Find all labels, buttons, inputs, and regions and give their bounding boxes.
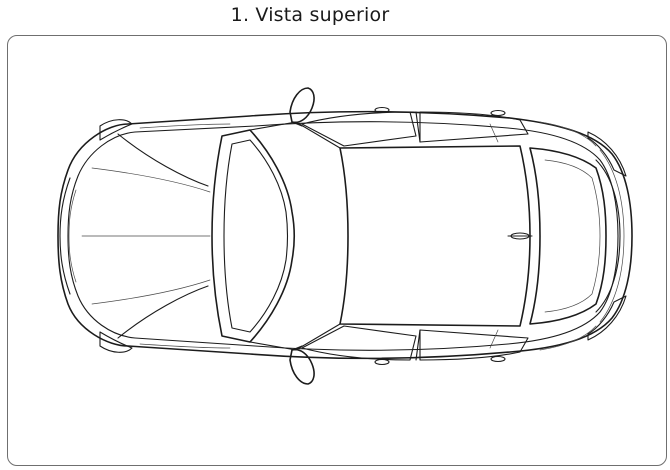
- rear-hatch: [595, 159, 621, 313]
- front-fender-bottom: [139, 343, 231, 349]
- b-pillar-bottom: [415, 329, 421, 361]
- front-grille-line: [68, 189, 77, 283]
- side-window-rear-bottom-line: [489, 329, 499, 349]
- mirror-top-stem: [291, 121, 303, 127]
- drawing-frame: [7, 35, 667, 466]
- windshield: [211, 129, 296, 343]
- rear-fender-bottom: [539, 325, 597, 351]
- car-body-outline: [57, 110, 633, 360]
- front-fender-top: [139, 123, 231, 129]
- headlight-left: [99, 119, 133, 141]
- door-handle-front-bottom: [374, 358, 390, 366]
- side-window-rear-top-line: [489, 123, 499, 143]
- mirror-bottom-stem: [291, 345, 303, 351]
- door-handle-rear-top: [490, 109, 506, 117]
- hood-crease-right: [117, 285, 209, 339]
- side-window-front-bottom: [301, 325, 417, 361]
- rear-window-inner: [544, 159, 601, 313]
- door-handle-front-top: [374, 106, 390, 114]
- headlight-right: [99, 331, 133, 353]
- side-window-rear-bottom: [419, 329, 529, 361]
- rear-fender-top: [539, 121, 597, 147]
- side-window-front-top: [301, 111, 417, 147]
- tail-light-top: [587, 131, 627, 177]
- hood-contour-top: [91, 167, 211, 193]
- door-handle-rear-bottom: [490, 355, 506, 363]
- side-window-rear-top: [419, 111, 529, 143]
- rear-spoiler: [599, 149, 625, 323]
- tail-light-bottom: [587, 295, 627, 341]
- roof: [339, 145, 531, 327]
- body-shoulder-line: [67, 121, 619, 351]
- b-pillar-top: [415, 111, 421, 143]
- hood-crease-left: [117, 133, 209, 187]
- mirror-bottom: [289, 348, 315, 385]
- windshield-inner: [223, 139, 289, 333]
- roof-antenna-base: [510, 232, 530, 240]
- view-title: 1. Vista superior: [230, 4, 390, 26]
- rear-window: [529, 147, 607, 325]
- front-bumper-line: [59, 177, 71, 295]
- mirror-top: [289, 87, 315, 124]
- hood-contour-bottom: [91, 279, 211, 305]
